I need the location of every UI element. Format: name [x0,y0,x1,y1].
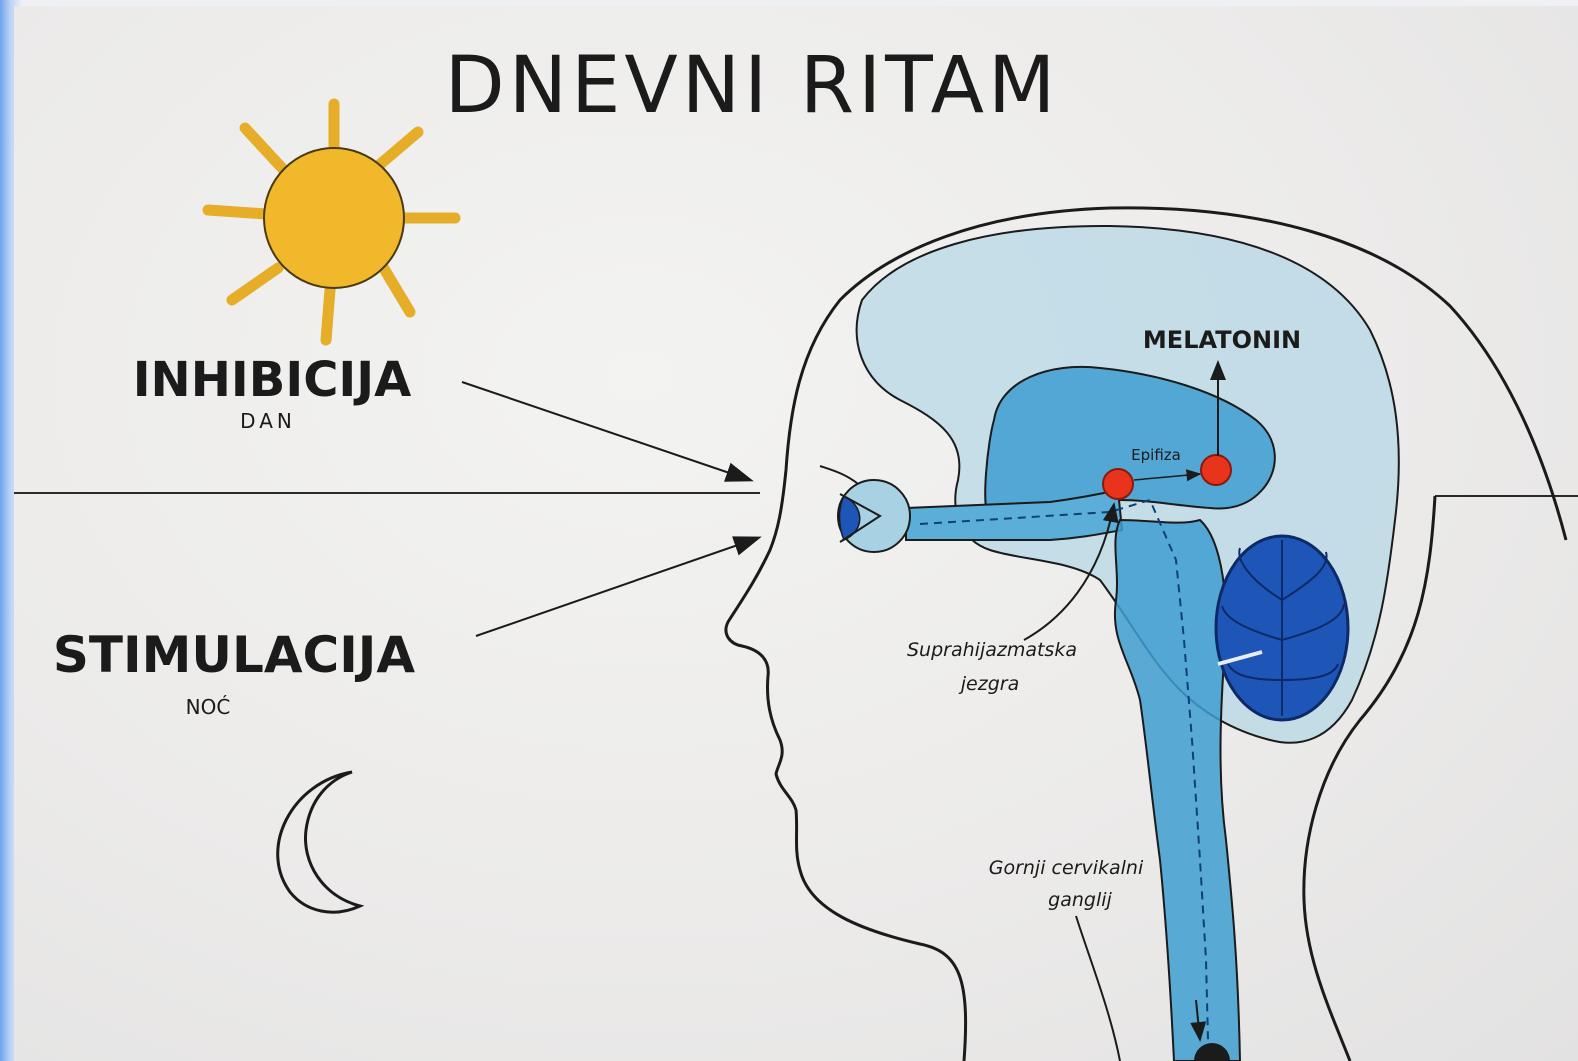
cerebellum [1216,536,1348,720]
stimulation-night-label: NOĆ [186,695,231,719]
page-title: DNEVNI RITAM [445,41,1060,131]
ganglion-pointer [1076,916,1120,1061]
pineal-gland [1201,455,1231,485]
inhibition-day-label: DAN [240,409,296,433]
ganglion-label-line2: ganglij [1048,889,1112,911]
eye-icon [820,466,910,552]
suprachiasmatic-label: Suprahijazmatska [907,639,1077,661]
melatonin-label: MELATONIN [1143,326,1301,354]
sun-icon [208,104,455,340]
suprachiasmatic-nucleus [1103,469,1133,499]
suprachiasmatic-label-line2: jezgra [958,673,1019,695]
epiphysis-label: Epifiza [1131,446,1181,464]
inhibition-label: INHIBICIJA [133,352,412,408]
crescent-moon-icon [278,772,360,912]
stimulation-arrow [476,538,758,636]
stimulation-label: STIMULACIJA [53,626,416,684]
inhibition-arrow [462,382,750,480]
ganglion-label: Gornji cervikalni [989,857,1144,879]
